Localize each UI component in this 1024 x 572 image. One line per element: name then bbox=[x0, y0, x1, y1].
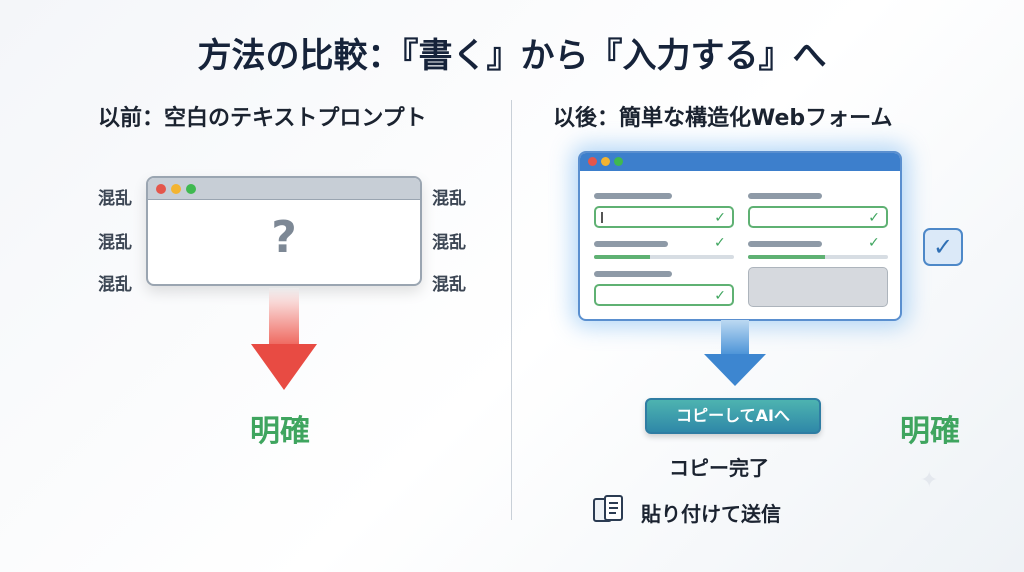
blue-arrow-down-icon bbox=[704, 354, 766, 386]
confusion-label: 混乱 bbox=[98, 233, 132, 253]
before-result-label: 明確 bbox=[250, 414, 310, 449]
window-titlebar bbox=[580, 153, 900, 171]
clipboard-icon bbox=[593, 495, 623, 522]
question-mark-icon: ? bbox=[271, 212, 297, 263]
before-heading: 以前：空白のテキストプロンプト bbox=[98, 106, 427, 131]
structured-form-window: ✓ ✓ ✓ ✓ ✓ bbox=[578, 151, 902, 321]
text-field[interactable]: ✓ bbox=[594, 206, 734, 228]
confusion-label: 混乱 bbox=[432, 189, 466, 209]
minimize-dot-icon bbox=[601, 157, 610, 166]
field-label-placeholder bbox=[594, 241, 668, 247]
field-label-placeholder bbox=[748, 193, 822, 199]
blue-arrow-shaft bbox=[721, 320, 749, 354]
confusion-label: 混乱 bbox=[432, 233, 466, 253]
confusion-label: 混乱 bbox=[98, 275, 132, 295]
page-title: 方法の比較：『書く』から『入力する』へ bbox=[197, 36, 827, 76]
text-cursor bbox=[601, 212, 603, 223]
red-arrow-down-icon bbox=[251, 344, 317, 390]
check-icon: ✓ bbox=[714, 288, 726, 304]
section-divider bbox=[511, 100, 512, 520]
after-result-label: 明確 bbox=[900, 414, 960, 449]
close-dot-icon bbox=[156, 184, 166, 194]
maximize-dot-icon bbox=[614, 157, 623, 166]
confusion-label: 混乱 bbox=[432, 275, 466, 295]
check-icon: ✓ bbox=[868, 235, 880, 251]
after-heading: 以後：簡単な構造化Webフォーム bbox=[553, 106, 893, 131]
sparkle-icon: ✦ bbox=[920, 468, 939, 493]
red-arrow-shaft bbox=[269, 288, 299, 344]
progress-bar bbox=[748, 255, 888, 259]
blank-prompt-window: ? bbox=[146, 176, 422, 286]
text-field[interactable]: ✓ bbox=[748, 206, 888, 228]
paste-instruction: 貼り付けて送信 bbox=[641, 502, 781, 526]
text-field[interactable]: ✓ bbox=[594, 284, 734, 306]
field-label-placeholder bbox=[748, 241, 822, 247]
minimize-dot-icon bbox=[171, 184, 181, 194]
copied-status: コピー完了 bbox=[669, 456, 769, 480]
check-icon: ✓ bbox=[714, 235, 726, 251]
text-area-field[interactable] bbox=[748, 267, 888, 307]
maximize-dot-icon bbox=[186, 184, 196, 194]
field-label-placeholder bbox=[594, 271, 672, 277]
field-label-placeholder bbox=[594, 193, 672, 199]
checkbox-icon: ✓ bbox=[923, 228, 963, 266]
close-dot-icon bbox=[588, 157, 597, 166]
copy-to-ai-button[interactable]: コピーしてAIへ bbox=[645, 398, 821, 434]
confusion-label: 混乱 bbox=[98, 189, 132, 209]
check-icon: ✓ bbox=[868, 210, 880, 226]
window-titlebar bbox=[148, 178, 420, 200]
check-icon: ✓ bbox=[714, 210, 726, 226]
progress-bar bbox=[594, 255, 734, 259]
